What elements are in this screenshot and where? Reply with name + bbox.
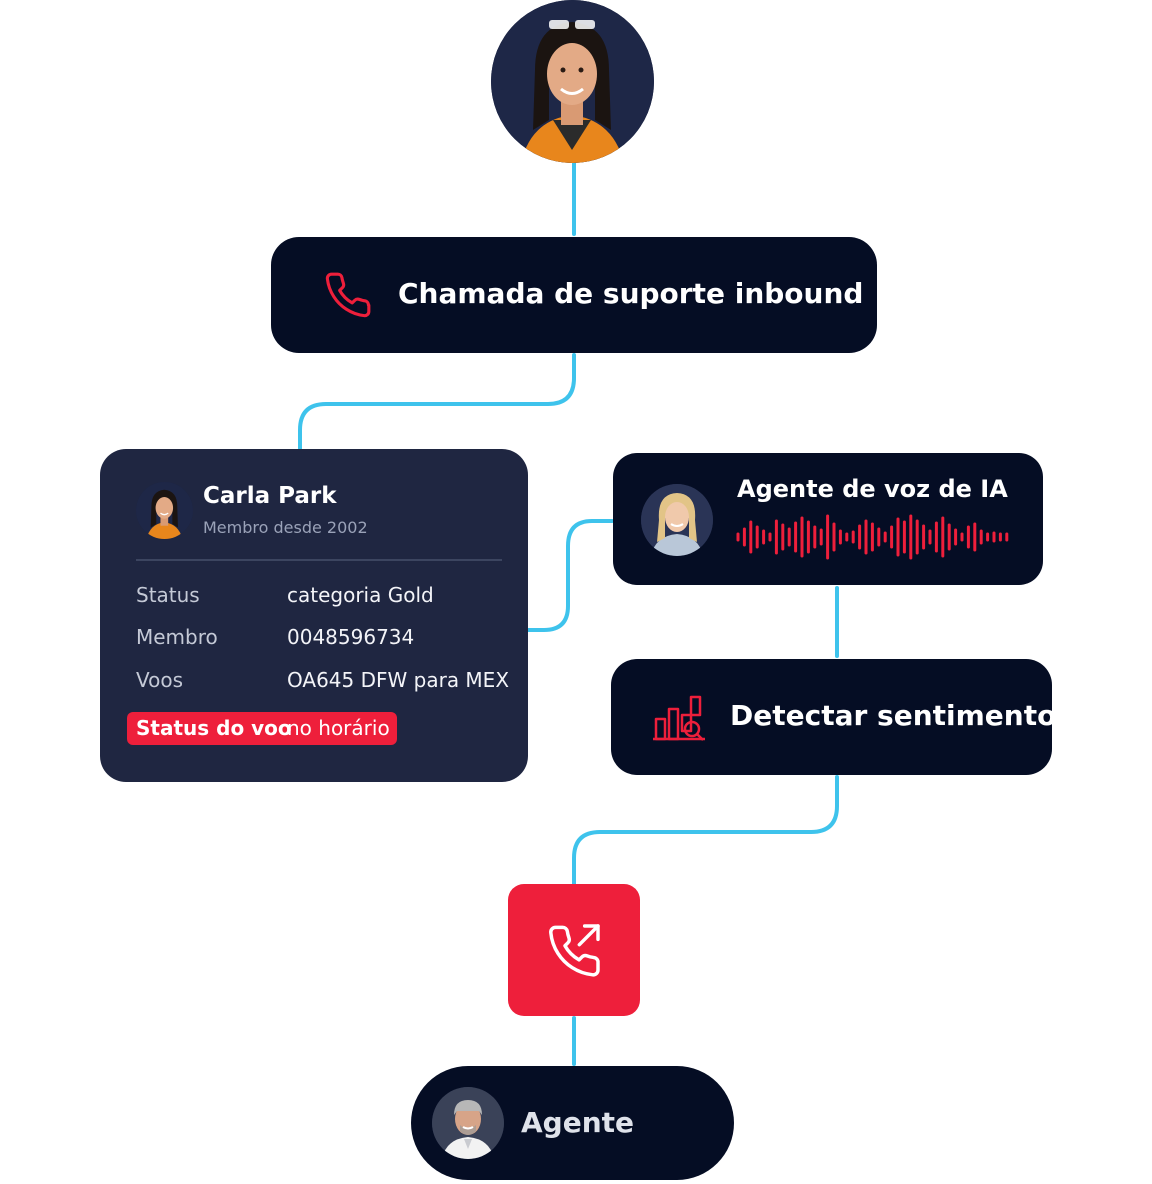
row-label-member: Membro (136, 625, 218, 649)
agent-avatar (432, 1087, 504, 1159)
sentiment-node[interactable]: Detectar sentimento (611, 659, 1056, 775)
customer-card-avatar (136, 482, 193, 539)
inbound-call-node[interactable]: Chamada de suporte inbound (271, 237, 877, 353)
connector-card-to-ai-agent (526, 519, 614, 632)
connector-inbound-to-card (298, 353, 576, 451)
ai-agent-avatar (641, 484, 713, 556)
row-label-status: Status (136, 583, 200, 607)
flight-status-value: no horário (287, 716, 390, 740)
flight-status-label: Status do voo (136, 716, 292, 740)
member-since: Membro desde 2002 (203, 518, 368, 537)
connector-sentiment-to-transfer (572, 775, 839, 886)
row-value-member: 0048596734 (287, 625, 415, 649)
phone-icon (325, 272, 371, 318)
ai-voice-agent-label: Agente de voz de IA (737, 475, 1008, 503)
inbound-call-label: Chamada de suporte inbound (398, 277, 864, 310)
card-divider (136, 559, 502, 561)
audio-waveform-icon (736, 514, 1009, 560)
row-value-status: categoria Gold (287, 583, 434, 607)
call-transfer-button[interactable] (508, 884, 640, 1016)
flight-status-badge: Status do voo no horário (127, 712, 397, 745)
row-value-flights: OA645 DFW para MEX (287, 668, 510, 692)
customer-avatar (491, 0, 654, 163)
sentiment-label: Detectar sentimento (730, 699, 1057, 732)
customer-name: Carla Park (203, 483, 337, 509)
customer-card: Carla Park Membro desde 2002 Status cate… (100, 449, 528, 782)
agent-node[interactable]: Agente (411, 1066, 734, 1180)
phone-transfer-icon (549, 924, 600, 977)
agent-label: Agente (521, 1106, 635, 1139)
chart-magnifier-icon (653, 695, 705, 741)
ai-voice-agent-node[interactable]: Agente de voz de IA (613, 453, 1043, 585)
row-label-flights: Voos (136, 668, 184, 692)
